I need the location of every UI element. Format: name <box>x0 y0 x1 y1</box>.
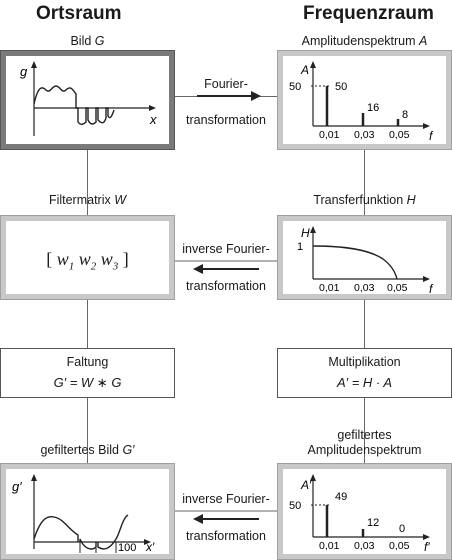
svg-text:1: 1 <box>297 241 303 253</box>
svg-text:12: 12 <box>367 517 379 529</box>
svg-text:50: 50 <box>289 500 301 512</box>
svg-text:x: x <box>149 112 157 127</box>
svg-text:f: f <box>429 129 434 143</box>
label-transformation-2: transformation <box>186 279 266 293</box>
svg-text:g: g <box>20 64 28 79</box>
faltung-box: Faltung G′ = W ∗ G <box>0 348 175 398</box>
svg-text:0,05: 0,05 <box>387 282 408 294</box>
filtered-image-panel: g′ x′ 100 <box>0 463 175 560</box>
svg-text:0,05: 0,05 <box>389 540 410 552</box>
svg-text:0,03: 0,03 <box>354 540 375 552</box>
filter-matrix-expression: [ w1 w2 w3 ] <box>46 249 129 273</box>
multiplikation-box: Multiplikation A′ = H · A <box>277 348 452 398</box>
header-ortsraum: Ortsraum <box>36 3 122 24</box>
caption-gefiltertes: gefiltertes <box>337 428 392 442</box>
svg-text:100: 100 <box>118 542 136 554</box>
caption-bild-g: Bild G <box>70 34 105 48</box>
connector-left-3 <box>87 398 88 463</box>
svg-text:0,03: 0,03 <box>354 129 375 141</box>
svg-text:0,05: 0,05 <box>389 129 410 141</box>
svg-text:8: 8 <box>402 109 408 121</box>
transfer-function-plot: H f 1 0,01 0,03 0,05 <box>297 226 434 296</box>
svg-text:H: H <box>301 226 310 240</box>
faltung-formula: G′ = W ∗ G <box>53 375 122 390</box>
header-frequenzraum: Frequenzraum <box>303 3 434 24</box>
image-g-plot: g x <box>20 61 157 136</box>
caption-gefiltertes-amplitudenspektrum: Amplitudenspektrum <box>307 443 422 457</box>
multiplikation-formula: A′ = H · A <box>336 375 393 390</box>
svg-text:0,01: 0,01 <box>319 282 340 294</box>
svg-text:50: 50 <box>335 81 347 93</box>
filtered-image-plot: g′ x′ 100 <box>12 474 155 554</box>
svg-text:f: f <box>429 282 434 294</box>
faltung-title: Faltung <box>66 355 109 369</box>
label-fourier: Fourier- <box>204 77 248 91</box>
svg-text:x′: x′ <box>145 540 155 554</box>
svg-text:16: 16 <box>367 102 379 114</box>
connector-left-2 <box>87 300 88 348</box>
caption-transferfunktion: Transferfunktion H <box>313 193 416 207</box>
svg-text:50: 50 <box>289 81 301 93</box>
filtered-spectrum-panel: A′ f′ 50 49 12 0 0,01 0,03 0,05 <box>277 463 452 560</box>
amplitude-spectrum-panel: A f 50 50 16 8 0,01 0,03 0,05 <box>277 50 452 150</box>
connector-right-1 <box>364 150 365 215</box>
svg-text:0,01: 0,01 <box>319 129 340 141</box>
svg-text:0,01: 0,01 <box>319 540 340 552</box>
filter-matrix-panel: [ w1 w2 w3 ] <box>0 215 175 300</box>
svg-text:A′: A′ <box>300 478 312 492</box>
svg-text:0,03: 0,03 <box>354 282 375 294</box>
arrow-left-icon <box>175 260 277 274</box>
svg-text:A: A <box>300 63 309 77</box>
caption-filtermatrix: Filtermatrix W <box>48 193 127 207</box>
arrow-left-icon-2 <box>175 510 277 524</box>
connector-left-1 <box>87 150 88 215</box>
label-inverse-fourier-2: inverse Fourier- <box>182 492 270 506</box>
svg-text:0: 0 <box>399 523 405 535</box>
label-inverse-fourier-1: inverse Fourier- <box>182 242 270 256</box>
svg-text:g′: g′ <box>12 479 22 494</box>
label-transformation-1: transformation <box>186 113 266 127</box>
svg-text:49: 49 <box>335 491 347 503</box>
svg-text:f′: f′ <box>424 540 430 554</box>
caption-gefiltertes-bild: gefiltertes Bild G′ <box>40 443 135 457</box>
image-g-panel: g x <box>0 50 175 150</box>
multiplikation-title: Multiplikation <box>328 355 401 369</box>
connector-right-2 <box>364 300 365 348</box>
connector-right-3 <box>364 398 365 463</box>
caption-amplitudenspektrum: Amplitudenspektrum A <box>301 34 428 48</box>
label-transformation-3: transformation <box>186 529 266 543</box>
filtered-spectrum-plot: A′ f′ 50 49 12 0 0,01 0,03 0,05 <box>289 474 430 554</box>
transfer-function-panel: H f 1 0,01 0,03 0,05 <box>277 215 452 300</box>
amplitude-spectrum-plot: A f 50 50 16 8 0,01 0,03 0,05 <box>289 61 434 143</box>
arrow-right-icon <box>197 91 261 101</box>
